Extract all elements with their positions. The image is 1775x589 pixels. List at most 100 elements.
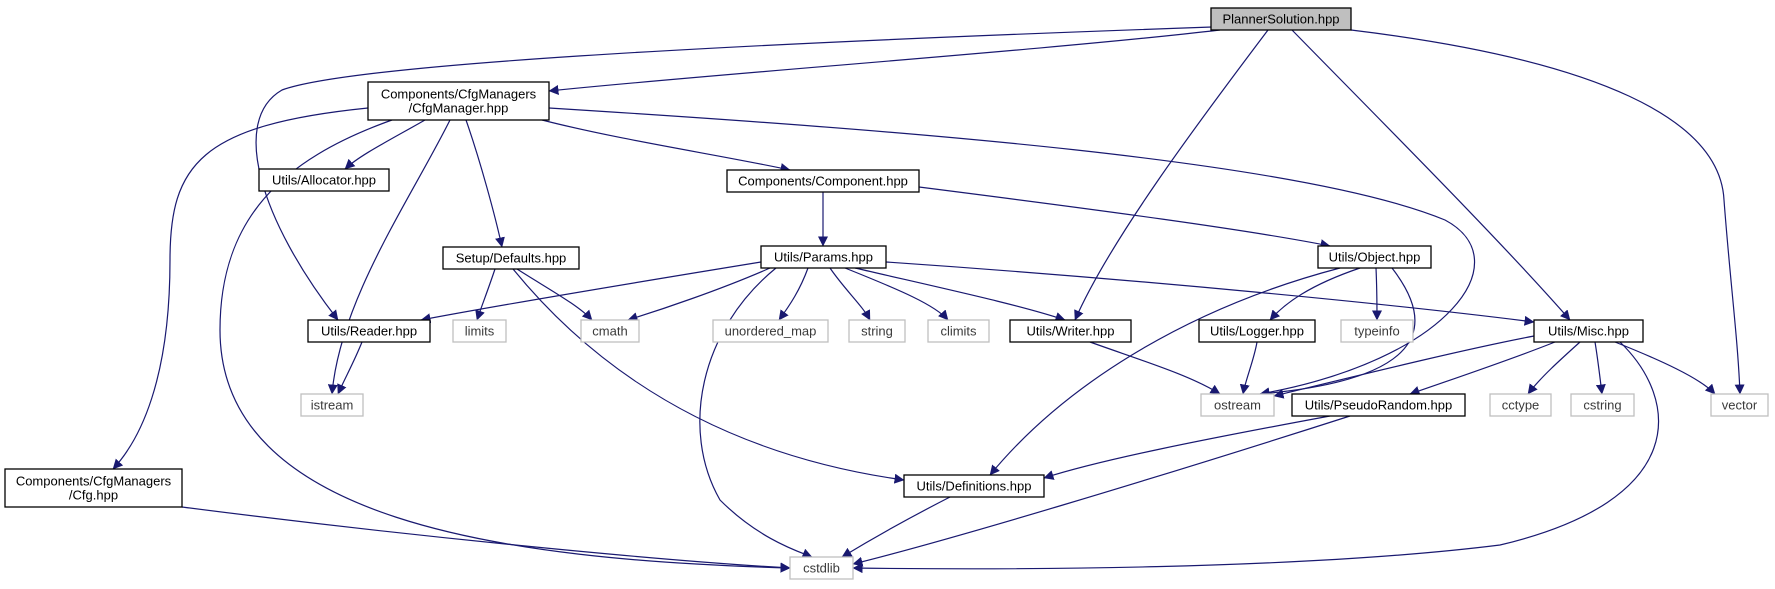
node-params[interactable]: Utils/Params.hpp: [760, 245, 887, 269]
node-box-cstring: [1570, 393, 1635, 417]
edge-cfgmanager-to-allocator: [344, 119, 426, 170]
node-layer: PlannerSolution.hppComponents/CfgManager…: [4, 7, 1769, 580]
node-label-cfgmanager-line-2: /CfgManager.hpp: [409, 101, 509, 116]
edge-params-to-misc: [885, 261, 1535, 326]
edge-pseudorandom-to-definitions: [1043, 415, 1331, 480]
edge-params-to-cmath: [627, 267, 771, 322]
edge-component-to-object: [918, 186, 1331, 250]
node-cstring: cstring: [1570, 393, 1635, 417]
node-box-istream: [300, 393, 364, 417]
edge-misc-to-cstdlib: [852, 341, 1659, 574]
node-label-cstdlib: cstdlib: [803, 561, 840, 576]
edge-misc-to-vector: [1614, 341, 1716, 395]
node-box-climits: [927, 319, 990, 343]
node-planner[interactable]: PlannerSolution.hpp: [1210, 7, 1352, 31]
node-label-planner: PlannerSolution.hpp: [1222, 12, 1339, 27]
edge-cfgmanager-to-istream: [327, 119, 451, 395]
node-label-cfgmanager-line-1: Components/CfgManagers: [381, 87, 537, 102]
edge-params-to-writer: [854, 267, 1066, 322]
node-istream: istream: [300, 393, 364, 417]
node-typeinfo: typeinfo: [1340, 319, 1414, 343]
node-box-definitions: [903, 474, 1045, 498]
edge-object-to-typeinfo: [1371, 267, 1382, 321]
edge-defaults-to-definitions: [512, 268, 905, 484]
node-label-cctype: cctype: [1502, 398, 1540, 413]
node-cfg[interactable]: Components/CfgManagers/Cfg.hpp: [4, 468, 183, 508]
edge-cfgmanager-to-ostream: [548, 107, 1475, 398]
edge-cfgmanager-to-cfg: [112, 107, 369, 470]
node-string: string: [848, 319, 906, 343]
node-box-vector: [1710, 393, 1769, 417]
node-defaults[interactable]: Setup/Defaults.hpp: [442, 246, 580, 270]
node-label-climits: climits: [940, 324, 977, 339]
node-allocator[interactable]: Utils/Allocator.hpp: [258, 168, 390, 192]
node-vector: vector: [1710, 393, 1769, 417]
edge-defaults-to-cmath: [516, 268, 593, 321]
node-box-params: [760, 245, 887, 269]
node-climits: climits: [927, 319, 990, 343]
node-label-unordered_map: unordered_map: [725, 324, 817, 339]
edge-params-to-string: [829, 267, 871, 321]
node-box-component: [726, 169, 920, 193]
node-label-misc: Utils/Misc.hpp: [1548, 324, 1629, 339]
node-label-reader: Utils/Reader.hpp: [321, 324, 417, 339]
node-cfgmanager[interactable]: Components/CfgManagers/CfgManager.hpp: [367, 81, 550, 121]
node-label-allocator: Utils/Allocator.hpp: [272, 173, 376, 188]
node-limits: limits: [452, 319, 507, 343]
node-label-cfg-line-2: /Cfg.hpp: [69, 488, 118, 503]
node-logger[interactable]: Utils/Logger.hpp: [1198, 319, 1316, 343]
node-box-allocator: [258, 168, 390, 192]
node-pseudorandom[interactable]: Utils/PseudoRandom.hpp: [1291, 393, 1466, 417]
node-box-unordered_map: [712, 319, 829, 343]
node-box-misc: [1533, 319, 1644, 343]
node-box-cmath: [580, 319, 640, 343]
node-box-ostream: [1200, 393, 1275, 417]
edge-misc-to-cctype: [1527, 341, 1581, 395]
node-box-string: [848, 319, 906, 343]
edge-params-to-unordered_map: [778, 267, 809, 321]
node-label-definitions: Utils/Definitions.hpp: [917, 479, 1032, 494]
edge-pseudorandom-to-cstdlib: [852, 415, 1351, 567]
node-box-defaults: [442, 246, 580, 270]
edge-writer-to-ostream: [1089, 341, 1221, 395]
node-misc[interactable]: Utils/Misc.hpp: [1533, 319, 1644, 343]
node-label-logger: Utils/Logger.hpp: [1210, 324, 1304, 339]
node-cctype: cctype: [1489, 393, 1552, 417]
node-box-logger: [1198, 319, 1316, 343]
node-label-writer: Utils/Writer.hpp: [1027, 324, 1115, 339]
node-cstdlib: cstdlib: [789, 556, 854, 580]
node-label-params: Utils/Params.hpp: [774, 250, 873, 265]
node-box-cstdlib: [789, 556, 854, 580]
node-label-pseudorandom: Utils/PseudoRandom.hpp: [1305, 398, 1452, 413]
node-definitions[interactable]: Utils/Definitions.hpp: [903, 474, 1045, 498]
edge-cfgmanager-to-defaults: [465, 119, 505, 248]
node-cmath: cmath: [580, 319, 640, 343]
edge-object-to-logger: [1269, 267, 1361, 321]
node-reader[interactable]: Utils/Reader.hpp: [307, 319, 431, 343]
node-label-defaults: Setup/Defaults.hpp: [456, 251, 567, 266]
node-label-cmath: cmath: [592, 324, 627, 339]
node-label-cfg-line-1: Components/CfgManagers: [16, 474, 172, 489]
node-unordered_map: unordered_map: [712, 319, 829, 343]
edge-misc-to-pseudorandom: [1409, 341, 1556, 396]
edge-misc-to-cstring: [1594, 341, 1606, 395]
node-label-typeinfo: typeinfo: [1354, 324, 1400, 339]
node-object[interactable]: Utils/Object.hpp: [1317, 245, 1432, 269]
node-label-object: Utils/Object.hpp: [1329, 250, 1421, 265]
node-label-vector: vector: [1722, 398, 1758, 413]
edge-logger-to-ostream: [1239, 341, 1258, 395]
node-box-writer: [1009, 319, 1132, 343]
node-ostream: ostream: [1200, 393, 1275, 417]
node-box-reader: [307, 319, 431, 343]
node-label-string: string: [861, 324, 893, 339]
edge-params-to-cstdlib: [699, 267, 813, 558]
edge-cfg-to-cstdlib: [181, 506, 791, 573]
node-component[interactable]: Components/Component.hpp: [726, 169, 920, 193]
node-label-component: Components/Component.hpp: [738, 174, 908, 189]
edge-planner-to-vector: [1350, 29, 1745, 395]
edge-planner-to-cfgmanager: [548, 29, 1221, 95]
node-writer[interactable]: Utils/Writer.hpp: [1009, 319, 1132, 343]
node-label-istream: istream: [311, 398, 354, 413]
edge-object-to-ostream: [1259, 267, 1416, 399]
